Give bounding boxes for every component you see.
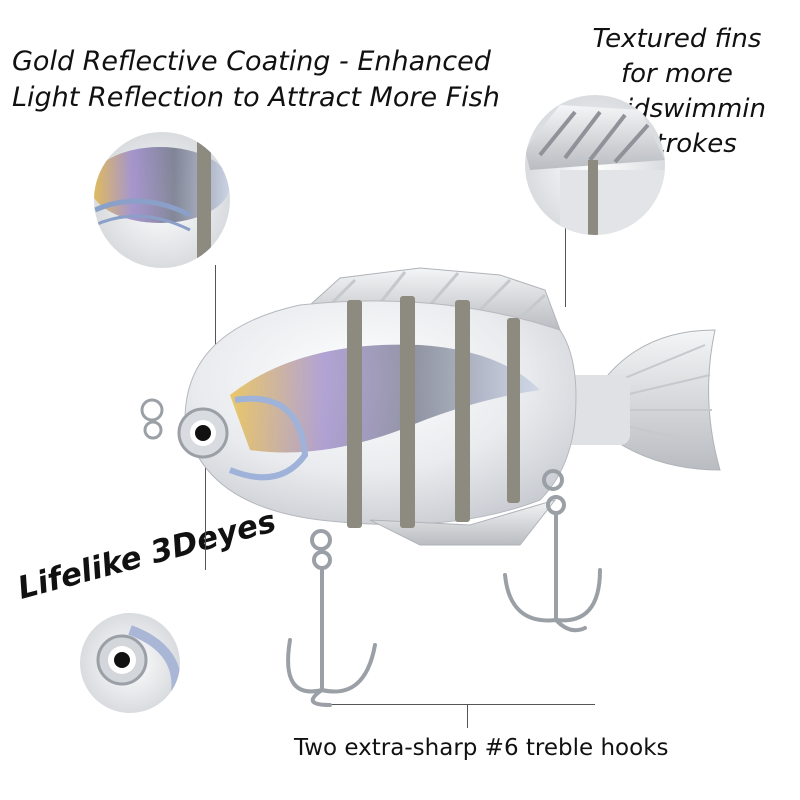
coating-line-1: Gold Reflective Coating - Enhanced (12, 46, 491, 77)
fins-leader-line (565, 222, 566, 307)
fish-lure (140, 267, 721, 546)
fins-detail-circle (525, 95, 665, 235)
treble-hook (503, 469, 602, 633)
fins-line-1: Textured fins (592, 24, 762, 54)
hooks-callout: Two extra-sharp #6 treble hooks (294, 735, 669, 761)
fins-line-2: for more (620, 59, 733, 89)
coating-line-2: Light Reflection to Attract More Fish (12, 82, 500, 113)
treble-hook (286, 529, 377, 707)
coating-leader-line (215, 265, 216, 360)
eye-detail-circle (80, 613, 180, 713)
coating-callout: Gold Reflective Coating - Enhanced Light… (12, 44, 500, 116)
eyes-leader-line (205, 455, 206, 570)
hooks-leader-line (325, 704, 595, 705)
hooks-leader-tick (467, 704, 468, 728)
scales-detail-circle (94, 132, 230, 268)
